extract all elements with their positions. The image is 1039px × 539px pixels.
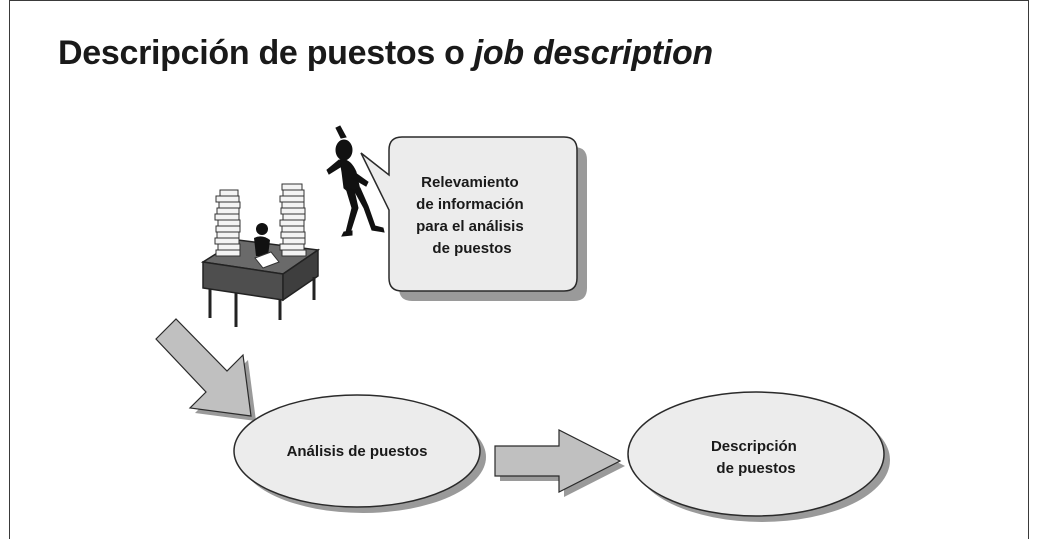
analysis-label: Análisis de puestos <box>287 443 428 460</box>
desk-papers-illustration <box>200 183 321 327</box>
horizontal-arrow <box>494 429 622 493</box>
diagonal-arrow <box>155 318 252 417</box>
callout-line-4: de puestos <box>432 240 511 257</box>
callout-bubble <box>360 136 578 292</box>
callout-line-1: Relevamiento <box>421 174 519 191</box>
description-line-1: Descripción <box>711 438 797 455</box>
slide-frame <box>9 0 1029 539</box>
slide-title: Descripción de puestos o job description <box>58 34 713 73</box>
title-italic: job description <box>473 34 713 72</box>
standing-person-illustration <box>326 125 385 237</box>
description-ellipse <box>627 391 885 517</box>
title-main: Descripción de puestos o <box>58 34 474 72</box>
callout-line-3: para el análisis <box>416 218 524 235</box>
callout-text: Relevamiento de información para el anál… <box>416 174 528 257</box>
analysis-ellipse <box>233 394 481 508</box>
description-label: Descripción de puestos <box>711 438 801 477</box>
description-line-2: de puestos <box>716 460 795 477</box>
callout-line-2: de información <box>416 196 524 213</box>
